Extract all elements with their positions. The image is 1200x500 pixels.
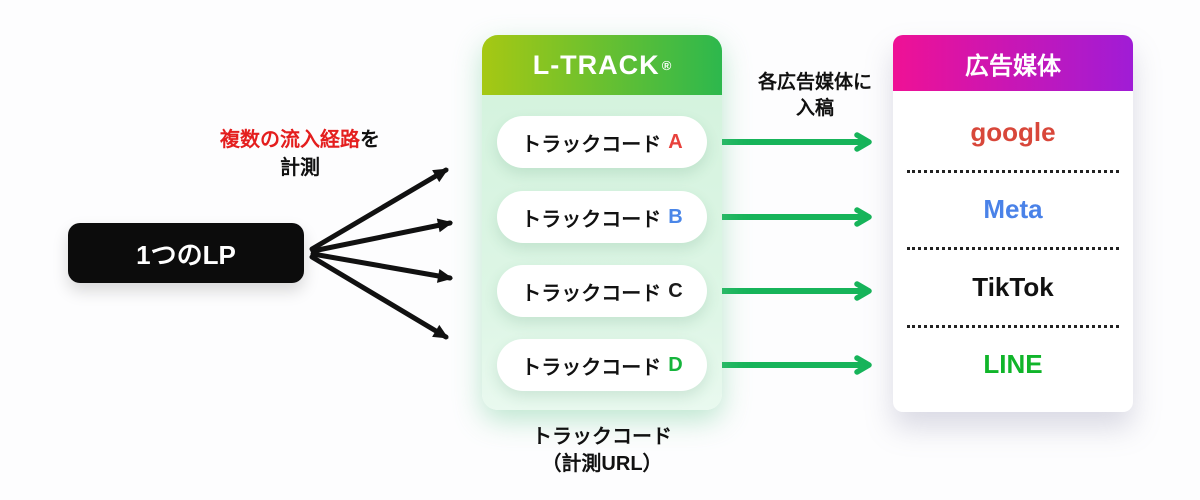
media-panel: 広告媒体 google Meta TikTok LINE <box>893 35 1133 412</box>
left-caption-line1: 複数の流入経路を <box>183 126 417 154</box>
left-caption-highlight: 複数の流入経路 <box>220 129 360 151</box>
track-code-pill-d: トラックコード D <box>497 339 707 391</box>
track-code-letter-b: B <box>668 205 683 228</box>
green-arrows-caption-line2: 入稿 <box>795 98 834 119</box>
green-arrows-caption: 各広告媒体に 入稿 <box>733 70 897 122</box>
media-item-line: LINE <box>983 349 1043 380</box>
fan-arrow-3 <box>310 251 453 283</box>
ltrack-footer-line1: トラックコード <box>532 426 672 448</box>
track-code-letter-c: C <box>668 279 683 302</box>
track-code-label: トラックコード <box>521 356 662 379</box>
registered-mark: ® <box>661 57 672 73</box>
dotted-divider <box>907 169 1119 173</box>
track-code-pill-a: トラックコード A <box>497 116 707 168</box>
left-caption: 複数の流入経路を 計測 <box>183 126 417 182</box>
media-panel-title: 広告媒体 <box>965 52 1061 80</box>
lp-label: 1つのLP <box>136 239 236 270</box>
fan-arrow-2 <box>310 218 453 254</box>
ltrack-title: L-TRACK <box>532 49 660 80</box>
media-list: google Meta TikTok LINE <box>893 91 1133 412</box>
media-item-tiktok: TikTok <box>972 271 1054 302</box>
fan-arrows <box>309 167 453 340</box>
track-code-pill-c: トラックコード C <box>497 265 707 317</box>
ltrack-footer-line2: （計測URL） <box>541 453 663 475</box>
media-panel-header: 広告媒体 <box>893 35 1133 91</box>
track-code-pill-b: トラックコード B <box>497 191 707 243</box>
track-code-label: トラックコード <box>521 208 662 231</box>
media-item-google: google <box>970 116 1056 147</box>
dotted-divider <box>907 247 1119 250</box>
track-code-letter-a: A <box>668 130 683 153</box>
track-code-label: トラックコード <box>521 133 662 156</box>
ltrack-footer-caption: トラックコード （計測URL） <box>482 424 722 478</box>
green-arrows-caption-line1: 各広告媒体に <box>757 72 872 93</box>
left-caption-line2: 計測 <box>280 157 320 179</box>
ltrack-panel: L-TRACK® トラックコード A トラックコード B トラックコード C ト… <box>482 35 722 410</box>
track-code-label: トラックコード <box>521 282 662 305</box>
left-caption-rest: を <box>360 129 380 151</box>
fan-arrow-4 <box>309 254 449 340</box>
ltrack-header: L-TRACK® <box>482 35 722 95</box>
lp-box: 1つのLP <box>68 223 304 283</box>
track-code-letter-d: D <box>668 353 683 376</box>
media-item-meta: Meta <box>983 194 1043 225</box>
dotted-divider <box>907 324 1119 328</box>
